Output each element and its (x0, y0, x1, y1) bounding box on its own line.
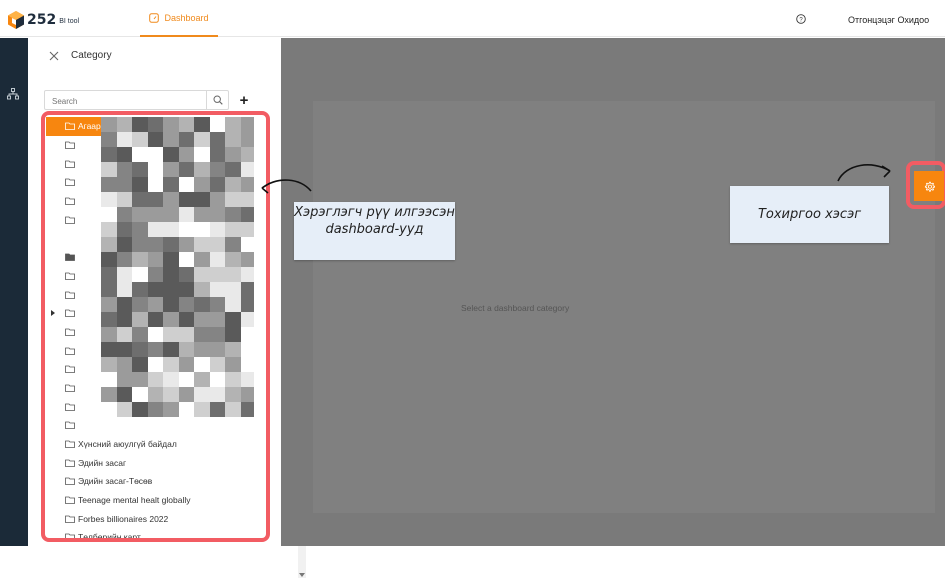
tree-item[interactable] (46, 192, 254, 211)
tree-item[interactable]: Эдийн засаг (46, 453, 254, 472)
tree-item[interactable] (46, 285, 254, 304)
cube-logo-icon (8, 11, 24, 29)
folder-icon (65, 421, 75, 430)
folder-icon (65, 347, 75, 355)
settings-button[interactable] (914, 171, 944, 201)
gear-icon (924, 181, 935, 192)
folder-icon (65, 496, 75, 504)
folder-icon (65, 309, 75, 318)
folder-icon (65, 216, 75, 224)
folder-icon (65, 440, 75, 448)
tree-item[interactable]: Хүнсний аюулгүй байдал (46, 435, 254, 454)
folder-icon (65, 179, 75, 187)
tree-item[interactable] (46, 416, 254, 435)
search-button[interactable] (206, 91, 228, 109)
tree-item[interactable] (46, 341, 254, 360)
folder-icon (65, 403, 75, 411)
folder-icon (65, 478, 75, 486)
folder-icon (65, 197, 75, 205)
user-name[interactable]: Отгонцэцэг Охидоо (848, 15, 930, 25)
folder-icon (65, 141, 75, 149)
tree-item[interactable] (46, 210, 254, 229)
folder-icon (65, 459, 75, 467)
main-overlay: Select a dashboard category (281, 38, 945, 546)
brand-logo[interactable]: 252 BI tool (6, 10, 79, 30)
highlight-frame-category-list (41, 111, 270, 542)
category-tree: Агаарын чанар Хүнсний аюулгүй байдал Эди… (46, 117, 254, 545)
tree-item-label: Teenage mental healt globally (78, 495, 191, 506)
expand-caret-icon[interactable] (51, 309, 55, 316)
tab-dashboard[interactable]: Dashboard (140, 0, 218, 37)
tree-item[interactable]: Teenage mental healt globally (46, 491, 254, 510)
tree-item[interactable] (46, 136, 254, 155)
folder-icon (65, 328, 75, 336)
tree-item[interactable]: Forbes billionaires 2022 (46, 509, 254, 528)
folder-open-icon (65, 253, 75, 262)
dashboard-gauge-icon (149, 12, 160, 23)
tree-item[interactable] (46, 154, 254, 173)
folder-icon (65, 384, 75, 392)
tree-item-label: Forbes billionaires 2022 (78, 513, 169, 524)
empty-state-message: Select a dashboard category (461, 303, 570, 313)
tree-item[interactable] (46, 173, 254, 192)
brand-number: 252 (27, 12, 57, 28)
tree-item-label: Хүнсний аюулгүй байдал (78, 439, 177, 450)
scroll-down-icon[interactable] (299, 573, 305, 577)
tree-item[interactable] (46, 323, 254, 342)
tree-item[interactable] (46, 248, 254, 267)
folder-icon (65, 365, 75, 374)
tree-item[interactable]: Эдийн засаг-Төсөв (46, 472, 254, 491)
panel-title: Category (71, 50, 112, 61)
tab-dashboard-label: Dashboard (164, 12, 209, 23)
redacted-names-mosaic (101, 117, 254, 417)
close-icon[interactable] (48, 50, 60, 62)
folder-icon (65, 272, 75, 280)
left-rail (0, 38, 28, 546)
tree-item-label: Эдийн засаг (78, 457, 127, 468)
tree-item[interactable] (46, 397, 254, 416)
annotation-note-settings: Тохиргоо хэсэг (730, 186, 889, 243)
tree-item[interactable] (46, 267, 254, 286)
search-icon (212, 95, 223, 105)
tree-item[interactable] (46, 360, 254, 379)
help-icon[interactable]: ? (796, 14, 806, 24)
folder-icon (65, 122, 75, 131)
highlight-frame-settings (906, 161, 945, 209)
folder-icon (65, 515, 75, 523)
hierarchy-icon[interactable] (7, 88, 19, 100)
tree-item[interactable] (46, 379, 254, 398)
annotation-note-dashboards: Хэрэглэгч рүү илгээсэн dashboard-ууд (294, 202, 455, 260)
folder-icon (65, 291, 75, 299)
search-input[interactable] (45, 92, 205, 111)
brand-subtitle: BI tool (59, 18, 80, 25)
folder-icon (65, 160, 75, 168)
category-search (44, 90, 229, 111)
tree-item[interactable] (46, 304, 254, 323)
tree-item-label: Төлбөрийн карт (78, 532, 141, 543)
svg-text:?: ? (799, 17, 803, 23)
dashboard-area: Select a dashboard category (313, 101, 935, 513)
top-bar: 252 BI tool Dashboard ? Отгонцэцэг Охидо… (0, 0, 945, 37)
tree-item-label: Эдийн засаг-Төсөв (78, 476, 153, 487)
add-category-button[interactable]: + (239, 91, 249, 109)
